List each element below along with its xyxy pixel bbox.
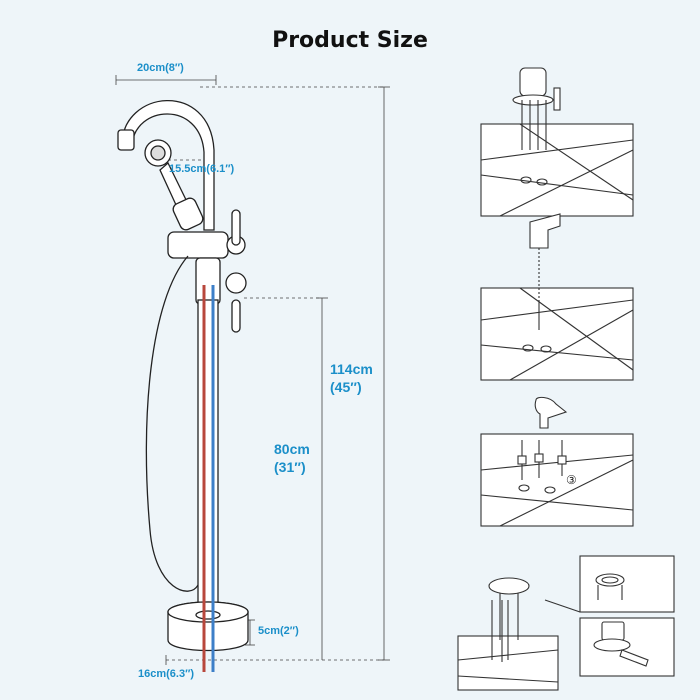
valve-height-cm: 80cm bbox=[274, 441, 310, 457]
step-3-marker: ③ bbox=[566, 473, 577, 487]
base-diameter-label: 16cm(6.3″) bbox=[138, 668, 195, 680]
valve-height-label: 80cm (31″) bbox=[274, 440, 310, 476]
valve-height-in: (31″) bbox=[274, 459, 306, 475]
total-height-cm: 114cm bbox=[330, 361, 373, 377]
page-title: Product Size bbox=[272, 28, 428, 53]
install-step-1 bbox=[480, 67, 634, 217]
install-step-4 bbox=[457, 555, 675, 691]
dimension-lines bbox=[115, 75, 390, 665]
total-height-label: 114cm (45″) bbox=[330, 360, 373, 396]
total-height-in: (45″) bbox=[330, 379, 362, 395]
install-step-2 bbox=[480, 213, 634, 381]
faucet-drawing bbox=[117, 100, 249, 652]
install-step-3 bbox=[480, 396, 634, 527]
spout-reach-label: 20cm(8″) bbox=[137, 62, 184, 74]
handshower-height-label: 15.5cm(6.1″) bbox=[169, 163, 235, 175]
base-height-label: 5cm(2″) bbox=[258, 625, 299, 637]
